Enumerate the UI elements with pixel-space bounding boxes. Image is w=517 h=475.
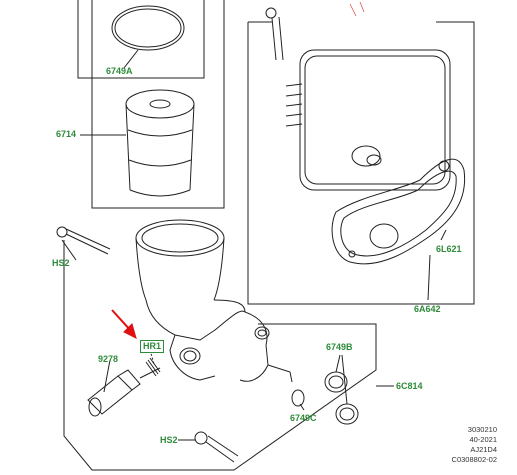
label-6c814[interactable]: 6C814 <box>396 381 423 391</box>
housing-box-frame <box>63 240 377 471</box>
oring-6749a <box>111 5 185 51</box>
ref-line-4: C0308802-02 <box>451 455 497 464</box>
sensor-oring <box>145 357 161 377</box>
seal-6749c <box>291 389 305 407</box>
pressure-switch <box>87 367 161 417</box>
bolt-cooler <box>265 7 284 61</box>
label-6l621[interactable]: 6L621 <box>436 244 462 254</box>
seal-6749b-2 <box>335 403 359 425</box>
label-hs2-bottom[interactable]: HS2 <box>160 435 178 445</box>
filter-element <box>125 89 195 197</box>
red-marks <box>349 1 365 17</box>
bolt-bottom <box>194 431 239 463</box>
cooler-box-frame <box>247 21 475 305</box>
ref-line-2: 40-2021 <box>469 435 497 444</box>
ref-line-3: AJ21D4 <box>470 445 497 454</box>
ref-line-1: 3030210 <box>467 425 497 434</box>
label-hs2-top[interactable]: HS2 <box>52 258 70 268</box>
label-6749a[interactable]: 6749A <box>106 66 133 76</box>
label-6a642[interactable]: 6A642 <box>414 304 441 314</box>
label-9278[interactable]: 9278 <box>98 354 119 364</box>
filter-box-frame <box>91 0 225 209</box>
bolt-top-left <box>56 226 111 255</box>
oring-box-frame <box>77 0 205 79</box>
filter-housing <box>135 219 293 383</box>
label-6749c[interactable]: 6749C <box>290 413 317 423</box>
label-hr1[interactable]: HR1 <box>140 340 165 353</box>
drawing-reference: 3030210 40-2021 AJ21D4 C0308802-02 <box>452 425 497 465</box>
label-6749b[interactable]: 6749B <box>326 342 353 352</box>
pointer-arrow <box>111 309 137 339</box>
gasket <box>331 158 466 265</box>
label-6714[interactable]: 6714 <box>56 129 77 139</box>
oil-cooler <box>285 49 451 191</box>
